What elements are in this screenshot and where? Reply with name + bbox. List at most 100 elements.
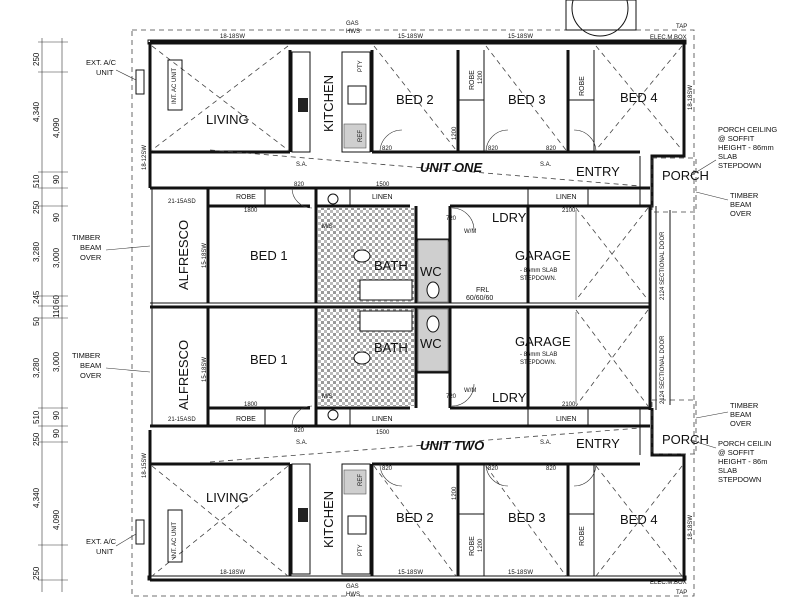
note-timber-4b: BEAM: [730, 410, 751, 419]
label-living-2: LIVING: [206, 490, 249, 505]
label-bed1-1: BED 1: [250, 248, 288, 263]
dim-inner-8: 90: [52, 429, 61, 438]
note-timber-3c: OVER: [730, 209, 752, 218]
label-ms-2: M/S: [322, 394, 333, 400]
label-820-e: 820: [382, 466, 393, 472]
label-820-g: 820: [546, 466, 557, 472]
note-timber-2b: BEAM: [80, 361, 101, 370]
note-ext-ac-1a: EXT. A/C: [86, 58, 117, 67]
label-sectional-1: 2124 SECTIONAL DOOR: [660, 231, 666, 300]
label-linen-2b: LINEN: [556, 416, 577, 423]
label-1200-a: 1200: [478, 70, 484, 84]
label-slab-2a: - 86mm SLAB: [520, 352, 557, 358]
label-sw-bot-a: 18-18SW: [220, 570, 245, 576]
dim-outer-12: 4,340: [32, 487, 41, 508]
dim-outer-0: 250: [32, 52, 41, 66]
label-sw-b2: 15-18SW: [202, 357, 208, 382]
label-slab-1b: STEPDOWN.: [520, 276, 557, 282]
label-2100-1: 2100: [562, 208, 576, 214]
external-walls: [147, 39, 687, 582]
kitchen-fixtures: [298, 85, 367, 535]
label-sw-bot-c: 15-18SW: [508, 570, 533, 576]
note-timber-3b: BEAM: [730, 200, 751, 209]
label-asd-2: 21-15ASD: [168, 417, 196, 423]
note-porch-1b: @ SOFFIT: [718, 134, 755, 143]
label-ms-1: M/S: [322, 224, 333, 230]
label-robe-2c: ROBE: [579, 526, 586, 546]
label-sa-2: S.A.: [540, 162, 552, 168]
unit-one-walls: [150, 50, 697, 303]
note-porch-1e: STEPDOWN: [718, 161, 761, 170]
dim-outer-4: 3,280: [32, 241, 41, 262]
label-2100-2: 2100: [562, 402, 576, 408]
label-robe-2b: ROBE: [469, 536, 476, 556]
label-elec-2: ELEC.M.BOX: [650, 580, 687, 586]
label-hws-2: HWS: [346, 592, 360, 598]
label-robe-2a: ROBE: [236, 416, 256, 423]
label-garage-2: GARAGE: [515, 334, 571, 349]
label-bed4-1: BED 4: [620, 90, 658, 105]
small-labels: ROBE LINEN LINEN ROBE LINEN LINEN ROBE R…: [142, 21, 694, 598]
note-timber-3a: TIMBER: [730, 191, 759, 200]
note-timber-2c: OVER: [80, 371, 102, 380]
note-porch-2d: SLAB: [718, 466, 737, 475]
note-timber-1a: TIMBER: [72, 233, 101, 242]
label-elec-1: ELEC.M.BOX: [650, 35, 687, 41]
bathroom-tiles: [318, 193, 449, 421]
label-ldry-1: LDRY: [492, 210, 527, 225]
dim-outer-5: 245: [32, 290, 41, 304]
label-sw-top-c: 15-18SW: [508, 34, 533, 40]
note-porch-2b: @ SOFFIT: [718, 448, 755, 457]
label-sw-top-a: 18-18SW: [220, 34, 245, 40]
label-sa-3: S.A.: [296, 440, 308, 446]
label-porch-2: PORCH: [662, 432, 709, 447]
label-1800-2: 1800: [244, 402, 258, 408]
site-boundary: [131, 29, 695, 597]
note-timber-4a: TIMBER: [730, 401, 759, 410]
annotations: EXT. A/C UNIT EXT. A/C UNIT TIMBER BEAM …: [72, 58, 777, 556]
dim-outer-10: 510: [32, 410, 41, 424]
label-kitchen-2: KITCHEN: [321, 491, 336, 548]
label-sw-l1: 18-12SW: [142, 145, 148, 170]
label-sectional-2: 2124 SECTIONAL DOOR: [660, 335, 666, 404]
label-wc-2: WC: [420, 336, 442, 351]
label-sw-l2: 18-15SW: [142, 453, 148, 478]
label-820-a: 820: [382, 146, 393, 152]
note-porch-1a: PORCH CEILING: [718, 125, 777, 134]
dim-outer-1: 4,340: [32, 101, 41, 122]
label-garage-1: GARAGE: [515, 248, 571, 263]
label-entry-1: ENTRY: [576, 164, 620, 179]
label-linen-2a: LINEN: [372, 416, 393, 423]
dim-inner-0: 4,090: [52, 117, 61, 138]
label-820-h: 820: [294, 428, 305, 434]
label-820-d: 820: [294, 182, 305, 188]
label-wc-1: WC: [420, 264, 442, 279]
label-ref-1: REF: [358, 130, 364, 142]
label-1500-1: 1500: [376, 182, 390, 188]
note-timber-1b: BEAM: [80, 243, 101, 252]
label-bed2-1: BED 2: [396, 92, 434, 107]
label-linen-1b: LINEN: [556, 194, 577, 201]
label-820-f: 820: [488, 466, 499, 472]
label-ref-2: REF: [358, 474, 364, 486]
label-unit-two: UNIT TWO: [420, 438, 484, 453]
label-wm-1: W/M: [464, 229, 476, 235]
dim-inner-2: 90: [52, 213, 61, 222]
label-wm-2: W/M: [464, 388, 476, 394]
dim-inner-3: 3,000: [52, 247, 61, 268]
label-720-1: 720: [446, 216, 457, 222]
label-asd-1: 21-15ASD: [168, 199, 196, 205]
label-bed3-1: BED 3: [508, 92, 546, 107]
label-tap-2: TAP: [676, 590, 687, 596]
dim-inner-9: 4,090: [52, 509, 61, 530]
label-gas-1: GAS: [346, 21, 359, 27]
dim-inner-6: 3,000: [52, 351, 61, 372]
label-pty-2: PTY: [358, 544, 364, 556]
label-slab-1a: - 86mm SLAB: [520, 268, 557, 274]
note-timber-1c: OVER: [80, 253, 102, 262]
label-bath-1: BATH: [374, 258, 408, 273]
label-1200-c: 1200: [452, 486, 458, 500]
label-living-1: LIVING: [206, 112, 249, 127]
dim-inner-1: 90: [52, 175, 61, 184]
